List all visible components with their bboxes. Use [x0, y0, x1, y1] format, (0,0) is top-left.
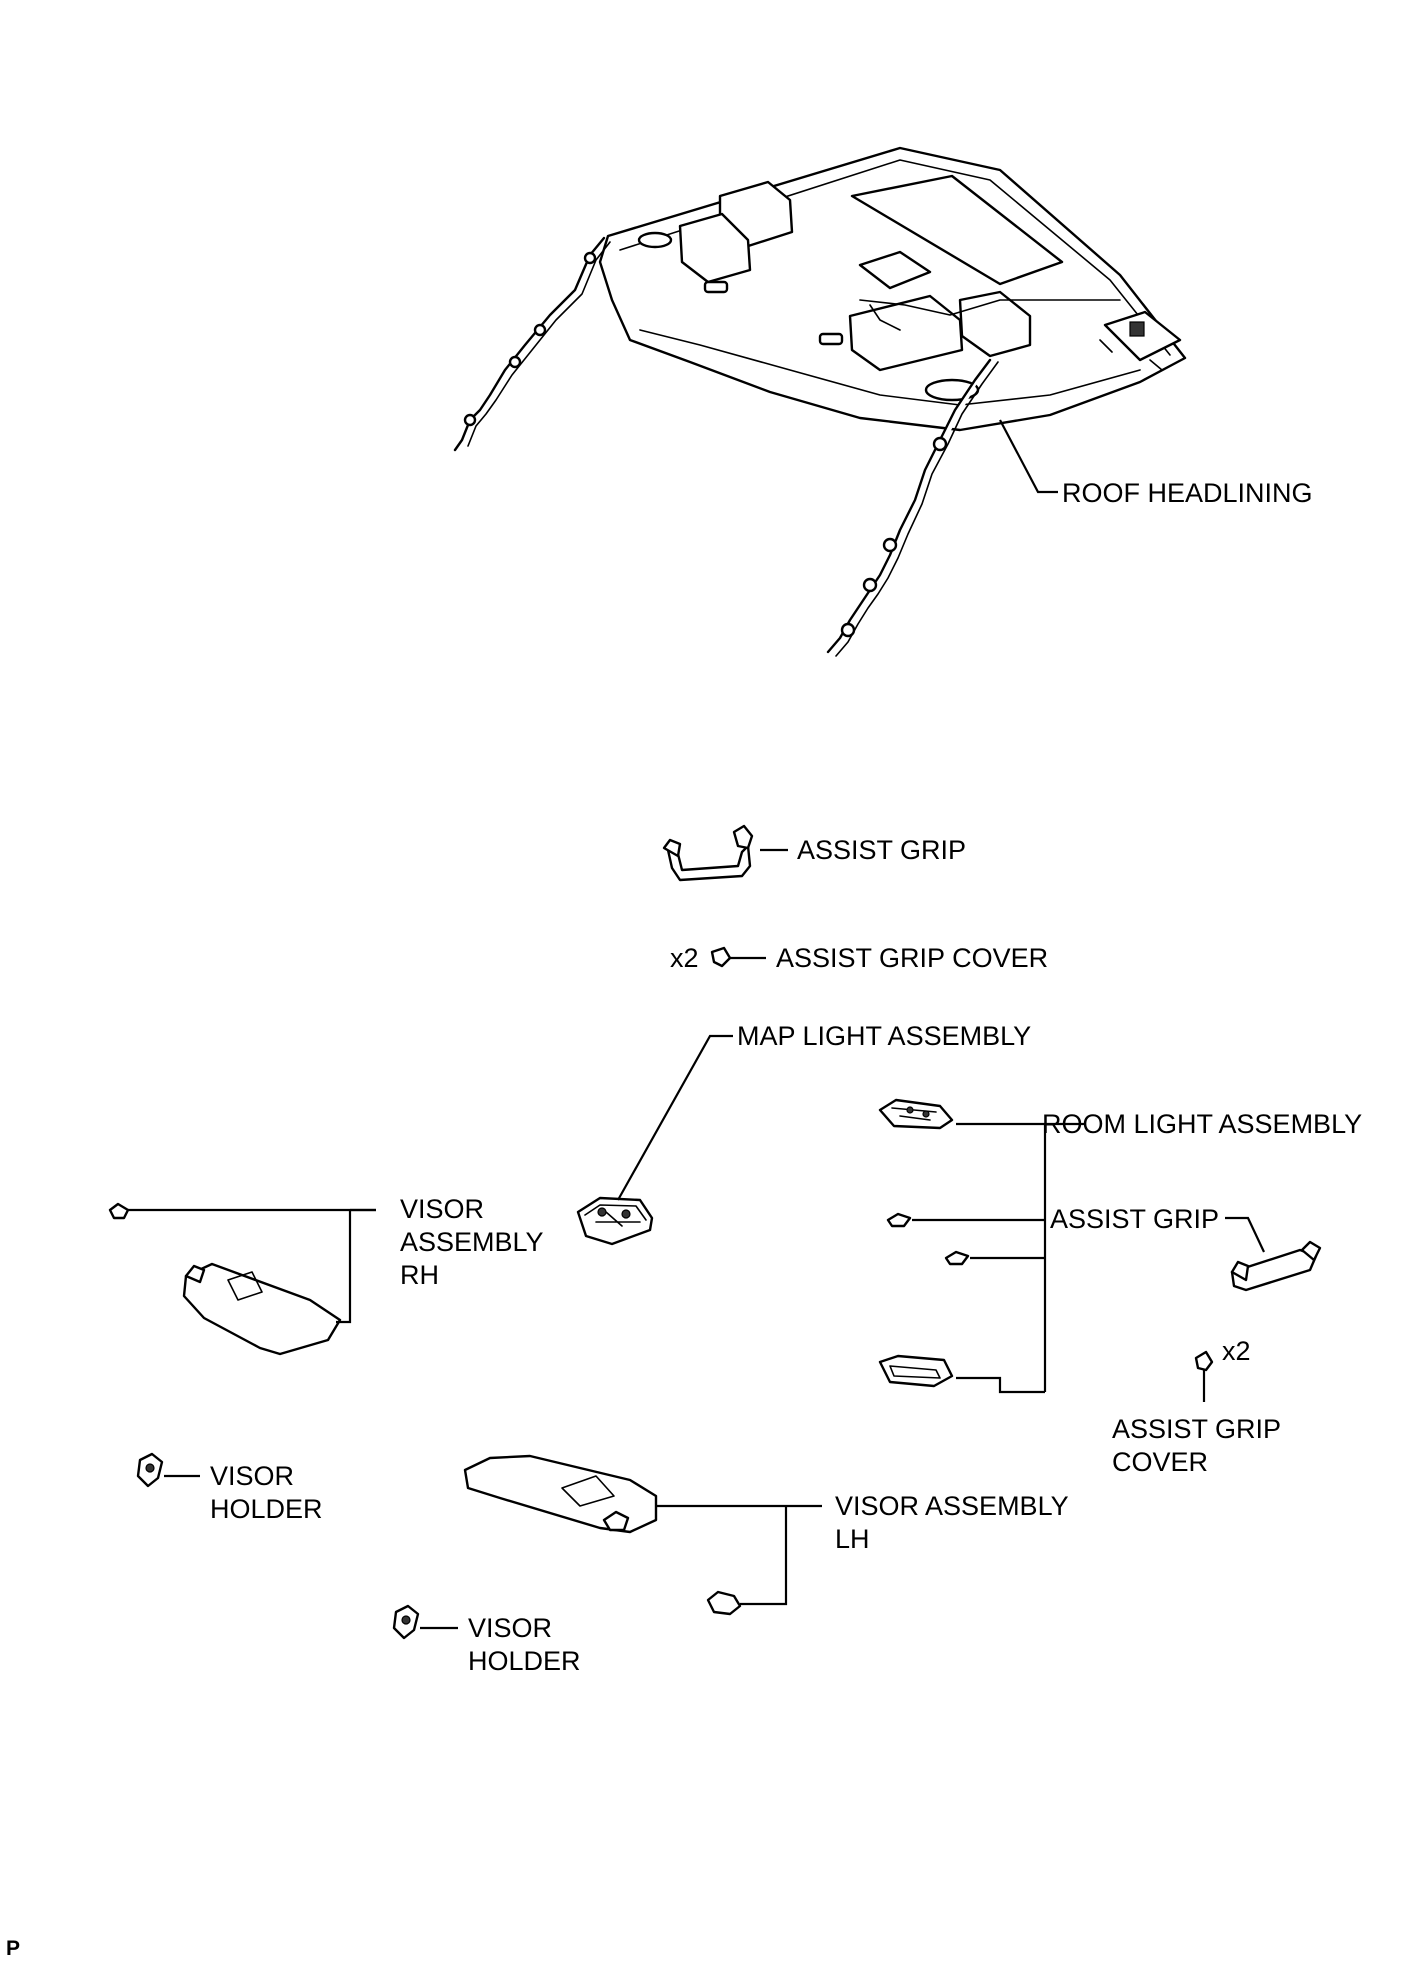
assist-grip-right-drawing [1225, 1216, 1322, 1292]
figure-code: P [6, 1937, 20, 1960]
label-visor-assembly-rh-line2: ASSEMBLY [400, 1227, 544, 1257]
label-visor-holder-bottom-line1: VISOR [468, 1613, 552, 1643]
label-assist-grip-cover-right-line1: ASSIST GRIP [1112, 1414, 1281, 1444]
label-visor-holder-bottom-line2: HOLDER [468, 1646, 581, 1676]
label-visor-holder-left-line1: VISOR [210, 1461, 294, 1491]
roof-headlining-drawing [453, 146, 1187, 657]
label-assist-grip-cover-right-qty: x2 [1222, 1336, 1251, 1366]
label-visor-assembly-rh-line1: VISOR [400, 1194, 484, 1224]
label-assist-grip-cover-right-line2: COVER [1112, 1447, 1208, 1477]
label-room-light-assembly: ROOM LIGHT ASSEMBLY [1042, 1109, 1362, 1139]
label-assist-grip-cover-top: ASSIST GRIP COVER [776, 943, 1048, 973]
label-map-light-assembly: MAP LIGHT ASSEMBLY [737, 1021, 1031, 1051]
assist-grip-cover-right-drawing [1194, 1350, 1214, 1402]
label-visor-assembly-lh-line2: LH [835, 1524, 870, 1554]
label-assist-grip-cover-top-qty: x2 [670, 943, 699, 973]
visor-holder-bottom-drawing [392, 1604, 458, 1640]
visor-assembly-lh-drawing [463, 1454, 822, 1616]
label-roof-headlining: ROOF HEADLINING [1062, 478, 1313, 508]
assist-grip-top-drawing [662, 824, 788, 882]
room-light-assembly-drawing [878, 1098, 1085, 1394]
assist-grip-cover-top-drawing [710, 946, 766, 968]
label-assist-grip-right: ASSIST GRIP [1050, 1204, 1219, 1234]
label-visor-assembly-lh-line1: VISOR ASSEMBLY [835, 1491, 1069, 1521]
map-light-assembly-drawing [576, 1034, 733, 1246]
label-visor-holder-left-line2: HOLDER [210, 1494, 323, 1524]
visor-holder-left-drawing [136, 1452, 200, 1488]
label-visor-assembly-rh-line3: RH [400, 1260, 439, 1290]
visor-assembly-rh-drawing [108, 1202, 376, 1356]
label-assist-grip-top: ASSIST GRIP [797, 835, 966, 865]
